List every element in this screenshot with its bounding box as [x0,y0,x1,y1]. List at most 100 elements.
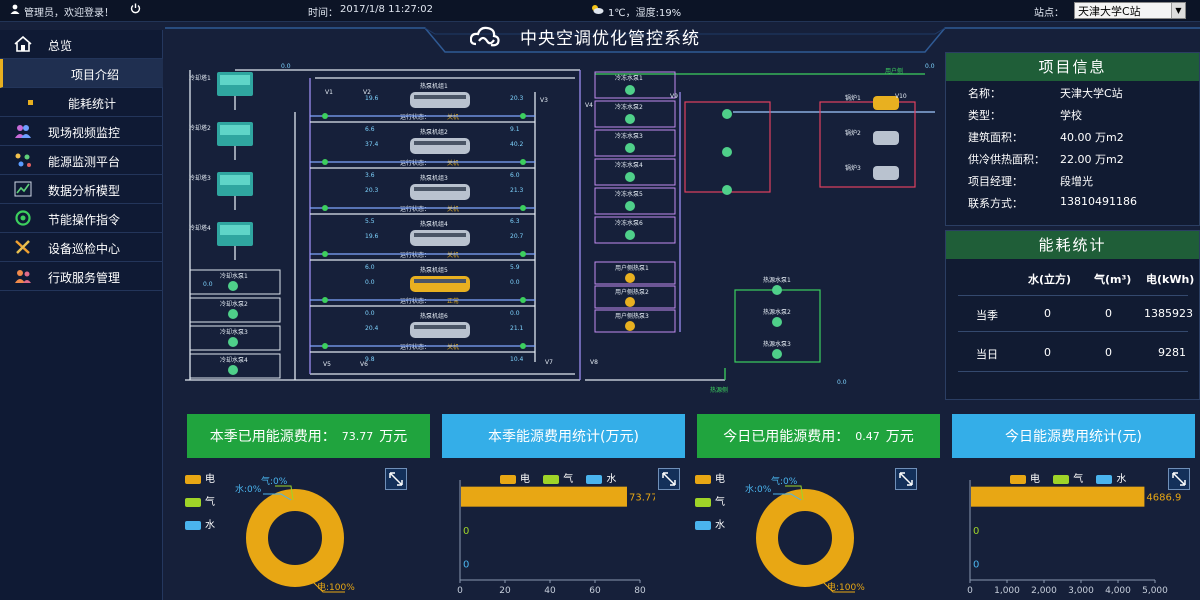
readout-value: 0.0 [925,63,935,70]
project-info-title: 项目信息 [946,53,1199,81]
chilled-pump-label: 冷冻水泵2 [615,103,643,111]
today-cost-stats-button[interactable]: 今日能源费用统计(元) [952,414,1195,458]
expand-today-pie-button[interactable] [895,468,917,490]
cooling-tower-fan [220,175,250,185]
readout-value: 19.6 [365,95,379,102]
legend-item-water[interactable]: 水 [185,516,215,531]
info-row-type: 类型： 学校 [968,107,1082,123]
expand-season-bar-button[interactable] [658,468,680,490]
sidebar-item-energy-stats[interactable]: 能耗统计 [0,88,163,117]
sidebar-item-inspection[interactable]: 设备巡检中心 [0,233,163,262]
x-tick-label: 0 [457,586,463,596]
divider [958,371,1188,372]
sidebar-item-label: 能耗统计 [68,97,117,111]
legend-item-gas[interactable]: 气 [543,474,573,485]
legend-label: 电 [1030,474,1040,485]
sidebar-item-energy-commands[interactable]: 节能操作指令 [0,204,163,233]
chilled-pump-label: 冷冻水泵4 [615,161,643,169]
legend-item-gas[interactable]: 气 [695,493,725,508]
chiller-detail [414,95,466,99]
chiller-label: 热泵机组1 [420,82,448,90]
chiller-icon [410,92,470,108]
power-icon[interactable] [130,3,141,17]
x-tick-label: 80 [634,586,646,596]
info-key: 名称： [968,87,1001,100]
pie-leader [263,493,292,501]
pump-icon [625,143,635,153]
sidebar-item-label: 节能操作指令 [48,213,121,227]
chiller-label: 热泵机组6 [420,312,448,320]
legend-item-water[interactable]: 水 [1096,474,1126,485]
info-key: 项目经理： [968,175,1023,188]
time-label: 时间： [308,8,338,19]
today-used-cost-button[interactable]: 今日已用能源费用： 0.47 万元 [697,414,940,458]
site-select[interactable]: 天津大学C站 ▼ [1074,2,1186,19]
legend-item-water[interactable]: 水 [695,516,725,531]
today-used-label: 今日已用能源费用： [723,429,850,445]
sidebar-item-project-intro[interactable]: 项目介绍 [0,59,163,88]
legend-item-electric[interactable]: 电 [185,470,215,485]
sidebar-item-admin[interactable]: 行政服务管理 [0,262,163,291]
pie-leader [312,581,345,593]
cooling-pump-label: 冷却水泵3 [220,328,248,336]
title-frame [165,27,1200,53]
season-used-value: 73.77 [341,429,374,443]
refresh-icon [14,210,32,226]
cell-today-electric: 9281 [1158,346,1186,359]
legend-item-electric[interactable]: 电 [695,470,725,485]
season-used-label: 本季已用能源费用： [209,429,336,445]
legend-label: 气 [563,474,574,485]
chiller-status-label: 运行状态： [400,297,430,305]
valve-label: V5 [323,361,331,368]
expand-season-pie-button[interactable] [385,468,407,490]
info-key: 类型： [968,109,1001,122]
expand-today-bar-button[interactable] [1168,468,1190,490]
sidebar-item-overview[interactable]: 总览 [0,30,163,59]
x-tick-label: 4,000 [1105,586,1131,596]
season-used-cost-button[interactable]: 本季已用能源费用： 73.77 万元 [187,414,430,458]
row-today-label: 当日 [976,348,998,361]
sidebar: 总览 项目介绍 能耗统计 现场视频监控 能源监测平台 数据分析模型 节能操作指令… [0,30,163,600]
hot-source-label: 热源侧 [710,386,728,394]
readout-value: 6.0 [365,264,375,271]
expand-icon [1172,472,1186,486]
boiler-icon [873,166,899,180]
valve-label: V9 [670,93,678,100]
readout-value: 0.0 [510,279,520,286]
chiller-detail [414,279,466,283]
chilled-pump-label: 冷冻水泵1 [615,74,643,82]
chilled-pump-box [594,187,676,215]
chilled-pump-box [594,158,676,186]
chiller-status-label: 运行状态： [400,113,430,121]
valve-label: V2 [363,89,371,96]
sidebar-item-energy-monitor[interactable]: 能源监测平台 [0,146,163,175]
bar-value-label: 4686.9 [1146,493,1181,504]
info-row-name: 名称：天津大学C站 [968,85,1123,101]
pump-icon [228,309,238,319]
cooling-pump-box [189,325,281,351]
pump-icon [722,109,732,119]
legend-swatch [185,497,201,507]
legend-item-gas[interactable]: 气 [185,493,215,508]
chiller-icon [410,276,470,292]
cooling-pump-label: 冷却水泵1 [220,272,248,280]
info-value: 学校 [1060,109,1082,122]
chiller-icon [410,138,470,154]
today-energy-pie-chart: 电:100%气:0%水:0% [745,475,865,593]
valve-label: V1 [325,89,333,96]
sidebar-item-label: 项目介绍 [71,68,120,82]
legend-item-water[interactable]: 水 [586,474,616,485]
legend-item-electric[interactable]: 电 [500,474,530,485]
sidebar-item-data-analysis[interactable]: 数据分析模型 [0,175,163,204]
legend-item-gas[interactable]: 气 [1053,474,1083,485]
legend-item-electric[interactable]: 电 [1010,474,1040,485]
user-side-label: 用户侧 [885,67,903,75]
valve-icon [520,297,526,303]
chevron-down-icon[interactable]: ▼ [1171,3,1185,18]
tools-icon [14,239,32,255]
site-select-value: 天津大学C站 [1078,4,1141,18]
sidebar-item-video[interactable]: 现场视频监控 [0,117,163,146]
weather-icon [590,3,604,18]
readout-value: 6.3 [510,218,520,225]
season-cost-stats-button[interactable]: 本季能源费用统计(万元) [442,414,685,458]
